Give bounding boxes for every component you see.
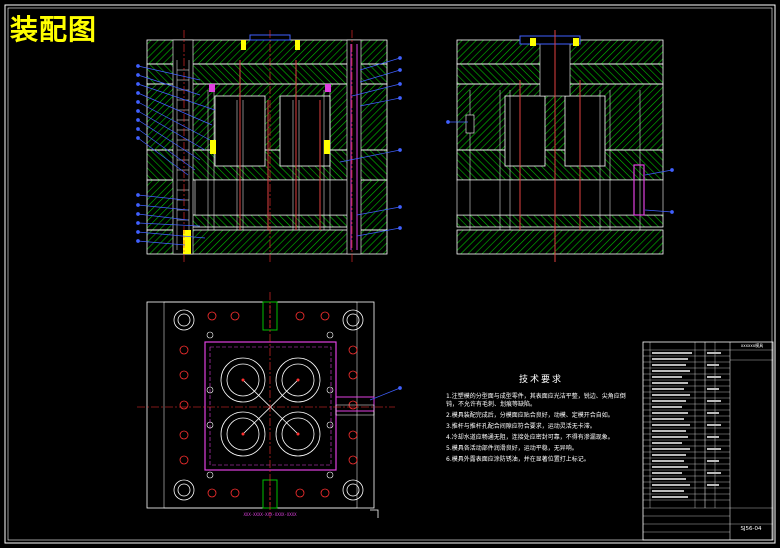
requirement-item: 2.模具装配完成后，分模面应贴合良好，动模、定模开合自如。 [446,412,614,420]
title-block: xxxxxx模具 SJ56-04 [642,341,774,541]
requirement-item: 6.模具外露表面应涂防锈油，并在显著位置打上标记。 [446,456,590,464]
plan-view: XXX-XXXX-XXX-XXXX-XXXX [137,292,402,518]
technical-requirements-heading: 技术要求 [518,375,563,385]
drawing-inner-border [7,7,773,541]
side-section-view [446,30,674,262]
main-section-view [136,30,402,262]
requirement-item: 4.冷却水道应畅通无阻，连接处应密封可靠，不得有渗漏现象。 [446,434,614,442]
page-title: 装配图 [10,13,98,46]
title-block-label: xxxxxx模具 [741,342,763,348]
drawing-number: SJ56-04 [740,526,762,532]
requirement-item: 1.注塑模的分型面与成型零件，其表面应光洁平整，锐边、尖角应倒钝，不允许有毛刺、… [446,392,626,409]
drawing-border [4,4,776,544]
requirement-item: 5.模具各活动部件润滑良好，运动平稳，无异响。 [446,445,578,453]
technical-requirements: 技术要求 1.注塑模的分型面与成型零件，其表面应光洁平整，锐边、尖角应倒钝，不允… [446,376,636,467]
part-code-label: XXX-XXXX-XXX-XXXX-XXXX [244,512,298,517]
requirement-item: 3.推杆与推杆孔配合间隙应符合要求，运动灵活无卡滞。 [446,423,596,431]
